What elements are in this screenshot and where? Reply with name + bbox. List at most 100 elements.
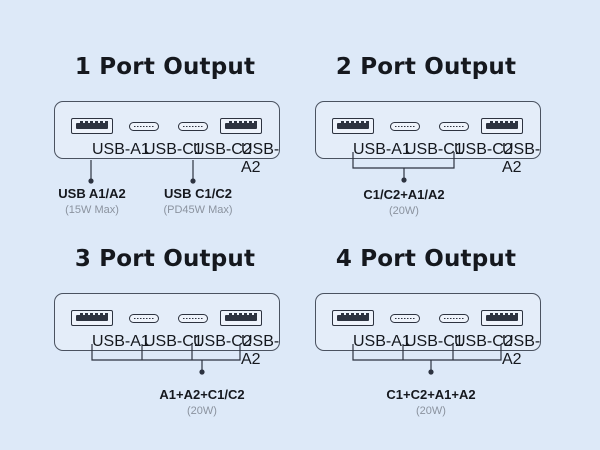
usb-c1-port-icon — [390, 314, 420, 323]
port-contact — [244, 313, 247, 316]
panel-title: 3 Port Output — [74, 246, 256, 272]
panel-title: 1 Port Output — [74, 54, 256, 80]
port-contact — [95, 313, 98, 316]
port-contact — [249, 313, 252, 316]
port-contact — [341, 121, 344, 124]
port-contact — [105, 121, 108, 124]
usb-a1-label: USB-A1 — [353, 141, 411, 158]
usb-a1-label: USB-A1 — [92, 141, 150, 158]
port-contact — [361, 121, 364, 124]
port-contact — [80, 121, 83, 124]
port-contact — [85, 313, 88, 316]
port-contact — [244, 121, 247, 124]
panel-2-port-output: 2 Port Output USB-A1 USB-C1 USB-C2 USB-A… — [291, 0, 561, 220]
port-contact — [510, 121, 513, 124]
charger-device: USB-A1 USB-C1 USB-C2 USB-A2 — [54, 101, 280, 176]
port-contact — [234, 121, 237, 124]
output-label: USB C1/C2 — [164, 186, 232, 201]
usb-c2-label: USB-C2 — [193, 333, 252, 350]
port-contact — [341, 313, 344, 316]
output-usb-c: USB C1/C2 (PD45W Max) — [163, 186, 232, 216]
port-contact — [495, 121, 498, 124]
panel-4-port-output: 4 Port Output USB-A1 USB-C1 USB-C2 USB-A… — [291, 192, 561, 417]
charger-device: USB-A1 USB-C1 USB-C2 USB-A2 — [54, 293, 280, 368]
usb-a2-port-icon — [481, 310, 523, 326]
port-contact — [95, 121, 98, 124]
output-note: (PD45W Max) — [163, 204, 233, 216]
usb-c1-label: USB-C1 — [144, 333, 203, 350]
usb-c1-label: USB-C1 — [144, 141, 203, 158]
usb-a1-port-icon — [332, 310, 374, 326]
connector-lines — [352, 152, 455, 183]
port-contact — [490, 313, 493, 316]
port-contact — [100, 121, 103, 124]
port-contact — [515, 313, 518, 316]
output-note: (15W Max) — [65, 204, 119, 216]
port-contact — [239, 313, 242, 316]
port-contact — [500, 313, 503, 316]
port-contact — [239, 121, 242, 124]
port-contact — [510, 313, 513, 316]
usb-a2-port-icon — [220, 118, 262, 134]
output-label: C1+C2+A1+A2 — [386, 387, 476, 402]
connector-lines — [91, 344, 241, 375]
connector-lines — [352, 344, 502, 375]
usb-a1-port-icon — [332, 118, 374, 134]
port-contact — [505, 313, 508, 316]
port-contact — [505, 121, 508, 124]
port-contact — [80, 313, 83, 316]
port-contact — [90, 313, 93, 316]
usb-a2-port-icon — [220, 310, 262, 326]
usb-c2-port-icon — [178, 122, 208, 131]
port-contact — [351, 313, 354, 316]
usb-a1-port-icon — [71, 310, 113, 326]
output-combo: A1+A2+C1/C2 (20W) — [159, 387, 244, 417]
usb-a2-label: USB-A2 — [241, 141, 280, 176]
usb-a2-label: USB-A2 — [241, 333, 280, 368]
port-contact — [495, 313, 498, 316]
output-note: (20W) — [416, 405, 446, 417]
usb-c1-label: USB-C1 — [405, 141, 464, 158]
usb-c2-label: USB-C2 — [193, 141, 252, 158]
port-contact — [351, 121, 354, 124]
usb-c1-port-icon — [129, 122, 159, 131]
panel-title: 2 Port Output — [335, 54, 517, 80]
port-contact — [229, 313, 232, 316]
usb-a2-port-icon — [481, 118, 523, 134]
port-contact — [490, 121, 493, 124]
port-contact — [254, 121, 257, 124]
panel-1-port-output: 1 Port Output USB-A1 USB-C1 USB-C2 USB-A… — [30, 0, 300, 220]
output-usb-a: USB A1/A2 (15W Max) — [58, 186, 125, 216]
usb-c1-port-icon — [129, 314, 159, 323]
port-contact — [500, 121, 503, 124]
output-combo: C1/C2+A1/A2 (20W) — [363, 187, 444, 217]
port-contact — [346, 121, 349, 124]
usb-c2-label: USB-C2 — [454, 333, 513, 350]
output-label: A1+A2+C1/C2 — [159, 387, 245, 402]
usb-c1-label: USB-C1 — [405, 333, 464, 350]
port-contact — [229, 121, 232, 124]
port-contact — [366, 313, 369, 316]
usb-c2-port-icon — [178, 314, 208, 323]
usb-c2-label: USB-C2 — [454, 141, 513, 158]
connector-lines — [88, 160, 196, 184]
output-label: USB A1/A2 — [58, 186, 126, 201]
port-contact — [356, 313, 359, 316]
usb-a2-label: USB-A2 — [502, 333, 541, 368]
port-contact — [100, 313, 103, 316]
port-contact — [515, 121, 518, 124]
charger-device: USB-A1 USB-C1 USB-C2 USB-A2 — [315, 293, 541, 368]
port-contact — [90, 121, 93, 124]
port-contact — [105, 313, 108, 316]
port-contact — [346, 313, 349, 316]
usb-a1-label: USB-A1 — [353, 333, 411, 350]
panel-title: 4 Port Output — [335, 246, 517, 272]
output-note: (20W) — [389, 205, 419, 217]
panel-3-port-output: 3 Port Output USB-A1 USB-C1 USB-C2 USB-A… — [30, 192, 300, 417]
output-combo: C1+C2+A1+A2 (20W) — [386, 387, 475, 417]
usb-a1-port-icon — [71, 118, 113, 134]
usb-a1-label: USB-A1 — [92, 333, 150, 350]
charger-device: USB-A1 USB-C1 USB-C2 USB-A2 — [315, 101, 541, 176]
port-contact — [234, 313, 237, 316]
port-contact — [85, 121, 88, 124]
